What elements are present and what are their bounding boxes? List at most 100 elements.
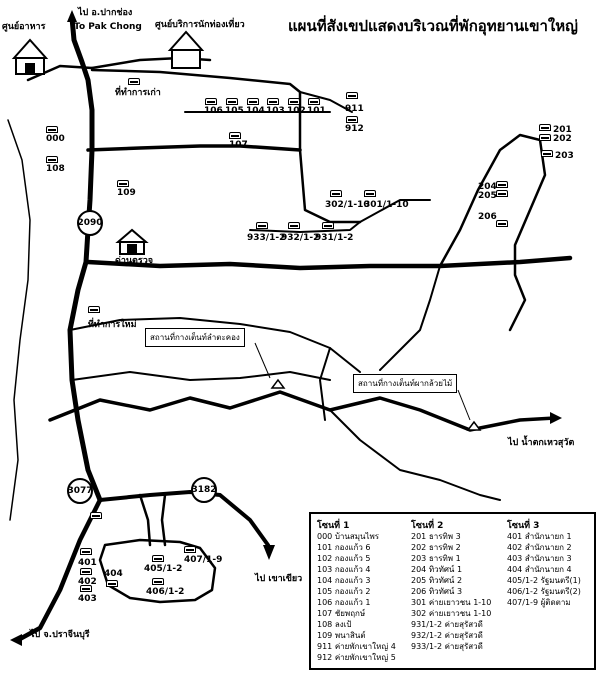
campsite-phakluaymai-callout: สถานที่กางเต็นท์ผากล้วยไม้	[353, 374, 458, 393]
building-hut	[288, 98, 300, 105]
legend-zone-3-title: โซนที่ 3	[507, 521, 540, 531]
building-hut	[541, 150, 553, 157]
building-code-205: 205	[478, 191, 497, 201]
map-title: แผนที่สังเขปแสดงบริเวณที่พักอุทยานเขาใหญ…	[288, 17, 578, 35]
building-code-912: 912	[345, 124, 364, 134]
building-code-204: 204	[478, 182, 497, 192]
restaurant-building	[11, 38, 49, 59]
legend-zone-3: โซนที่ 3 401 สำนักนายก 1 402 สำนักนายก 2…	[507, 518, 581, 608]
building-hut	[88, 306, 100, 313]
main-road-2090-west	[86, 144, 302, 152]
road-911	[299, 91, 353, 113]
road-mid-932	[249, 199, 431, 233]
building-hut	[184, 546, 196, 553]
building-code-103: 103	[266, 106, 285, 116]
building-code-404: 404	[104, 569, 123, 579]
to-khao-khiao-label: ไป เขาเขียว	[255, 574, 303, 584]
legend-zone-1-title: โซนที่ 1	[317, 521, 350, 531]
building-hut	[496, 181, 508, 188]
building-hut	[117, 180, 129, 187]
road-to-restaurant	[26, 64, 94, 82]
building-code-106: 106	[204, 106, 223, 116]
legend-item: 932/1-2 ค่ายสุรัสวดี	[411, 631, 483, 640]
road-camp-west	[319, 347, 331, 421]
map-legend: โซนที่ 1 000 บ้านสมุนไพร 101 กองแก้ว 6 1…	[309, 512, 596, 670]
building-hut	[346, 116, 358, 123]
legend-item: 407/1-9 ผู้ติดตาม	[507, 598, 571, 607]
legend-item: 102 กองแก้ว 5	[317, 554, 371, 563]
building-hut	[267, 98, 279, 105]
road-number-2090: 2090	[77, 210, 103, 236]
old-office-label: ที่ทำการเก่า	[115, 88, 161, 98]
building-code-202: 202	[553, 134, 572, 144]
legend-item: 201 ธารทิพ 3	[411, 532, 461, 541]
building-code-108: 108	[46, 164, 65, 174]
road-number-3077: 3077	[67, 478, 93, 504]
legend-item: 405/1-2 รัฐมนตรี(1)	[507, 576, 581, 585]
building-hut	[288, 222, 300, 229]
main-road-north	[67, 15, 103, 503]
legend-item: 204 ทิวทัศน์ 1	[411, 565, 463, 574]
to-pak-chong-thai-label: ไป อ.ปากช่อง	[78, 8, 133, 18]
road-south-loop-3	[160, 493, 167, 547]
legend-zone-1: โซนที่ 1 000 บ้านสมุนไพร 101 กองแก้ว 6 1…	[317, 518, 396, 663]
legend-item: 206 ทิวทัศน์ 3	[411, 587, 463, 596]
building-code-405: 405/1-2	[144, 564, 183, 574]
road-mid-south	[71, 371, 331, 381]
legend-item: 401 สำนักนายก 1	[507, 532, 572, 541]
building-code-107: 107	[229, 140, 248, 150]
building-hut	[90, 512, 102, 519]
road-to-prachinburi	[15, 497, 103, 643]
legend-item: 104 กองแก้ว 3	[317, 576, 371, 585]
legend-item: 403 สำนักนายก 3	[507, 554, 572, 563]
main-road-center	[85, 255, 573, 271]
legend-zone-2: โซนที่ 2 201 ธารทิพ 3 202 ธารทิพ 2 203 ธ…	[411, 518, 491, 652]
building-code-931: 931/1-2	[315, 233, 354, 243]
legend-item: 912 ค่ายพักเขาใหญ่ 5	[317, 653, 396, 662]
road-south-loop-2	[138, 493, 152, 547]
building-hut	[106, 580, 118, 587]
legend-item: 203 ธารทิพ 1	[411, 554, 461, 563]
legend-item: 202 ธารทิพ 2	[411, 543, 461, 552]
legend-item: 106 กองแก้ว 1	[317, 598, 371, 607]
legend-zone-2-title: โซนที่ 2	[411, 521, 444, 531]
road-3077-3182	[98, 490, 270, 547]
building-code-406: 406/1-2	[146, 587, 185, 597]
building-hut	[80, 548, 92, 555]
building-code-402: 402	[78, 577, 97, 587]
legend-item: 109 พนาสินต์	[317, 631, 366, 640]
new-office-label: ที่ทำการใหม่	[88, 320, 137, 330]
building-hut	[539, 134, 551, 141]
building-code-932: 932/1-2	[281, 233, 320, 243]
building-hut	[152, 555, 164, 562]
building-hut	[308, 98, 320, 105]
legend-item: 107 ชัยพฤกษ์	[317, 609, 366, 618]
terrain-line-left	[7, 119, 31, 521]
building-hut	[364, 190, 376, 197]
to-pak-chong-english-label: To Pak Chong	[74, 22, 142, 32]
building-hut	[496, 220, 508, 227]
building-hut	[247, 98, 259, 105]
legend-item: 000 บ้านสมุนไพร	[317, 532, 380, 541]
building-hut	[229, 132, 241, 139]
legend-item: 105 กองแก้ว 2	[317, 587, 371, 596]
building-hut	[46, 156, 58, 163]
legend-item: 931/1-2 ค่ายสุรัสวดี	[411, 620, 483, 629]
legend-item: 406/1-2 รัฐมนตรี(2)	[507, 587, 581, 596]
to-prachinburi-label: ไป จ.ปราจีนบุรี	[30, 630, 90, 640]
legend-item: 402 สำนักนายก 2	[507, 543, 572, 552]
building-hut	[330, 190, 342, 197]
building-hut	[539, 124, 551, 131]
building-code-000: 000	[46, 134, 65, 144]
legend-item: 205 ทิวทัศน์ 2	[411, 576, 463, 585]
checkpoint-building	[115, 228, 149, 243]
restaurant-label: ศูนย์อาหาร	[2, 22, 46, 32]
building-hut	[496, 190, 508, 197]
building-code-301: 301/1-10	[364, 200, 409, 210]
building-code-401: 401	[78, 558, 97, 568]
road-camp-east	[329, 409, 501, 501]
building-hut	[256, 222, 268, 229]
building-code-102: 102	[287, 106, 306, 116]
building-code-203: 203	[555, 151, 574, 161]
legend-item: 101 กองแก้ว 6	[317, 543, 371, 552]
